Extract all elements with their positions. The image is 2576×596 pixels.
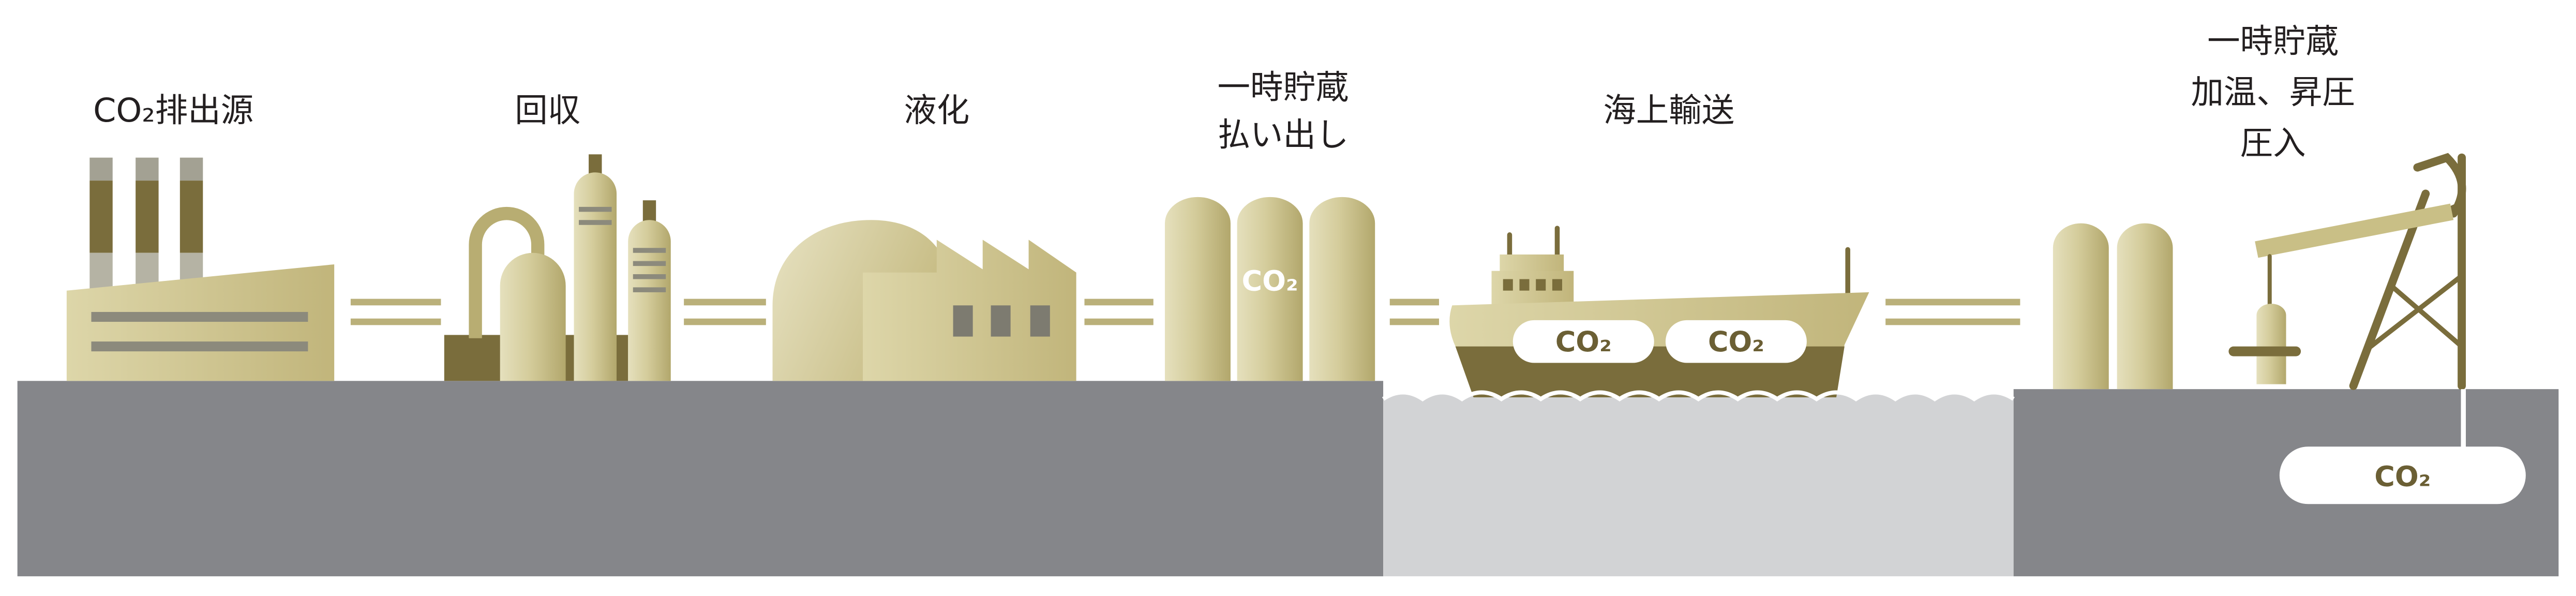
factory-stripe [91,311,308,322]
cargo-co2-label: CO₂ [1555,325,1612,358]
factory-building [66,264,335,381]
column-stripe [633,287,666,292]
cargo-tank [1512,320,1654,363]
connector [1885,299,2020,325]
storage-tank [1309,197,1375,381]
ship-windows [1503,279,1562,291]
pump-jack-brace [2364,273,2464,352]
building-window [953,305,973,337]
factory-stripe [91,341,308,352]
column-stripe [633,261,666,266]
column-stripe [633,274,666,279]
stripper-column [628,220,671,381]
connector [684,299,766,325]
connector [350,299,441,325]
reservoir [2279,446,2526,504]
label-temporary-storage-2: 一時貯蔵 [2207,22,2339,61]
wellhead [2256,304,2286,384]
tall-column [574,172,617,381]
pump-jack-brace [2388,283,2464,349]
storage-tanks-illustration: CO₂ [1164,197,1375,381]
column-stripe [579,220,612,225]
cargo-co2-label: CO₂ [1708,325,1764,358]
storage-co2-label: CO₂ [1242,265,1298,297]
building-window [991,305,1011,337]
pump-jack-illustration [2228,153,2466,449]
storage-tank [1237,197,1303,381]
ground-left [17,381,1384,576]
label-heating-pressurizing: 加温、昇圧 [2191,73,2355,111]
sea-waves [1382,390,2015,401]
storage-tank [1164,197,1231,381]
receiving-tanks-illustration [2053,223,2173,390]
building-window [1030,305,1050,337]
column-stripe [633,248,666,253]
chimney [89,157,113,292]
connector [1389,299,1439,325]
sea [1383,392,2014,576]
capture-plant-illustration [444,154,671,381]
chimney [179,157,203,292]
liquefaction-plant-illustration [772,220,1076,381]
walking-beam [2255,203,2454,258]
column-cap [642,200,656,222]
storage-tank [2053,223,2109,390]
connector [1084,299,1154,325]
chimney [136,157,159,292]
wellhead-valve [2228,346,2301,356]
label-marine-transport: 海上輸送 [1603,91,1734,129]
stage-labels: CO₂排出源 回収 液化 一時貯蔵 払い出し 海上輸送 一時貯蔵 加温、昇圧 圧… [93,22,2355,162]
ship-illustration: CO₂ CO₂ [1449,226,1869,397]
horse-head [2413,153,2466,218]
cargo-tank [1665,320,1807,363]
label-temporary-storage: 一時貯蔵 [1218,68,1349,106]
label-liquefaction: 液化 [904,91,969,129]
absorber-column [500,252,566,381]
reservoir-illustration: CO₂ [2279,446,2526,504]
label-capture: 回収 [515,91,580,129]
label-injection: 圧入 [2240,124,2306,162]
column-cap [589,154,602,176]
label-shipping-out: 払い出し [1218,115,1349,154]
factory-illustration [66,157,335,381]
storage-tank [2117,223,2173,390]
reservoir-co2-label: CO₂ [2374,460,2431,493]
label-emission-source: CO₂排出源 [93,91,253,129]
column-stripe [579,206,612,212]
plant-pipe [469,206,545,338]
